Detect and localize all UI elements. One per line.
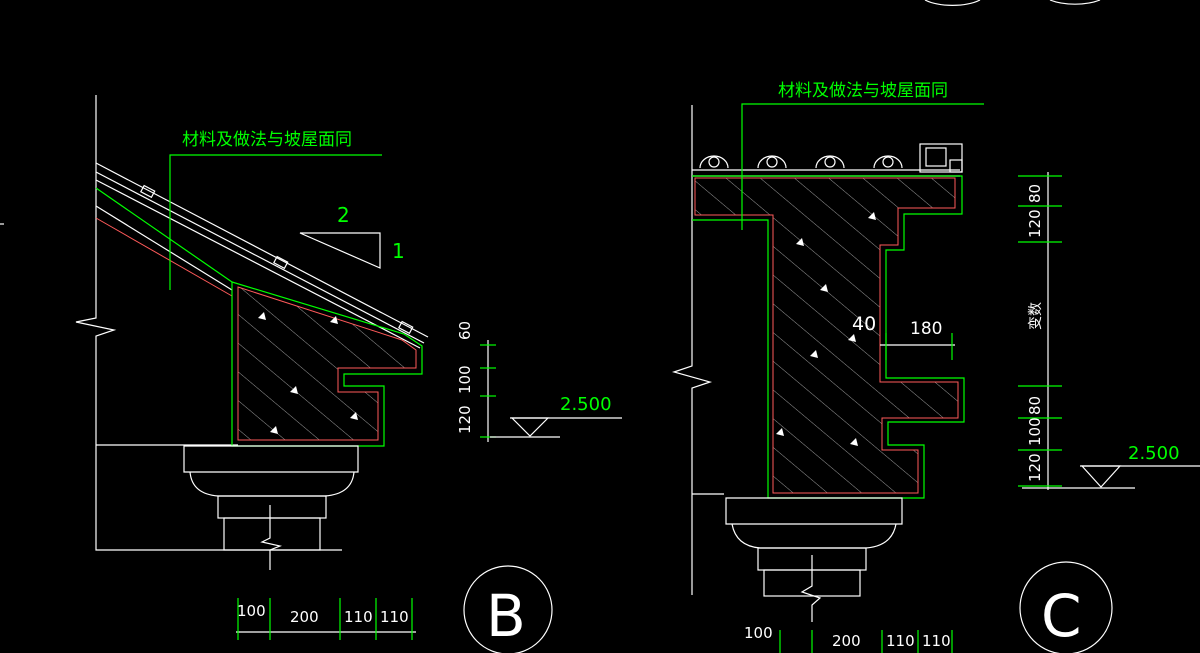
dim-bottom-b: 100 200 110 110 (236, 598, 416, 640)
tile-mark-1 (140, 184, 156, 199)
leader-c (741, 103, 984, 230)
dim-b-v-2: 120 (456, 405, 474, 434)
column-cap-c (725, 497, 903, 525)
column-cushion-c (731, 523, 897, 549)
aggregate-marks-c (776, 212, 876, 446)
roof-layer-3 (95, 179, 421, 349)
roof-layer-1 (95, 162, 429, 338)
aggregate-marks-b (258, 312, 358, 434)
slope-run: 2 (337, 203, 350, 227)
dim-c-h-0: 100 (744, 624, 773, 642)
dim-b-h-2: 110 (344, 608, 373, 626)
dim-c-v-1: 120 (1026, 209, 1044, 238)
dim-b-h-1: 200 (290, 608, 319, 626)
note-c: 材料及做法与坡屋面同 (778, 81, 948, 101)
dim-c-v-0: 80 (1026, 184, 1044, 203)
partial-circles-top (924, 0, 1101, 6)
detail-label-circle-b (463, 565, 553, 653)
section-inner-c (694, 177, 959, 494)
dim-b-h-0: 100 (237, 602, 266, 620)
hatch-fill-b (238, 287, 416, 440)
leader-b (169, 154, 382, 290)
dim-c-v-3: 100 (1026, 417, 1044, 446)
dim-vertical-c: 80 120 80 100 120 变数 (1018, 172, 1062, 490)
roof-layer-4 (95, 205, 233, 291)
tile-mark-2 (273, 255, 289, 270)
dim-c-h-3: 110 (922, 632, 951, 650)
slope-rise: 1 (392, 239, 405, 263)
axis-break-b (260, 505, 283, 570)
dim-c-v-2: 80 (1026, 396, 1044, 415)
tile-mark-3 (398, 320, 414, 335)
note-b: 材料及做法与坡屋面同 (182, 130, 352, 150)
roof-layer-2 (95, 171, 425, 344)
detail-b: 材料及做法与坡屋面同 2 1 60 100 120 2.500 (75, 95, 622, 653)
column-neck-b (217, 495, 327, 519)
detail-label-b: B (486, 582, 526, 650)
dim-c-v-4: 120 (1026, 453, 1044, 482)
detail-c: 材料及做法与坡屋面同 40 180 80 120 80 100 120 变数 (671, 81, 1200, 653)
dim-180-c: 180 (880, 319, 955, 360)
dim-b-v-1: 100 (456, 365, 474, 394)
column-cushion-b (189, 471, 355, 497)
level-b: 2.500 (560, 394, 612, 415)
roof-tiles-c (699, 143, 963, 173)
dim-c-h-1: 200 (832, 632, 861, 650)
column-cap-b (183, 445, 359, 473)
dim-c-variable: 变数 (1028, 302, 1044, 330)
dim-vertical-b: 60 100 120 (456, 321, 496, 442)
wall-line-c (671, 105, 713, 595)
level-mark-b: 2.500 (490, 394, 622, 438)
wall-line-b (75, 95, 117, 445)
level-c: 2.500 (1128, 443, 1180, 464)
slope-triangle (299, 232, 381, 269)
axis-break-c (800, 555, 822, 622)
base-line-b (95, 445, 342, 551)
level-mark-c: 2.500 (1022, 443, 1200, 489)
detail-label-circle-c (1019, 561, 1113, 653)
dim-b-v-0: 60 (456, 321, 474, 340)
roof-layer-green (95, 187, 233, 283)
mark-40: 40 (852, 313, 876, 335)
section-inner-b (237, 286, 417, 441)
dim-c-h-2: 110 (886, 632, 915, 650)
roof-layer-red (95, 217, 233, 297)
dim-180: 180 (910, 319, 942, 339)
dim-b-h-3: 110 (380, 608, 409, 626)
dim-bottom-c: 100 200 110 110 (744, 624, 953, 653)
column-shaft-b (223, 517, 321, 551)
detail-label-c: C (1041, 582, 1082, 650)
